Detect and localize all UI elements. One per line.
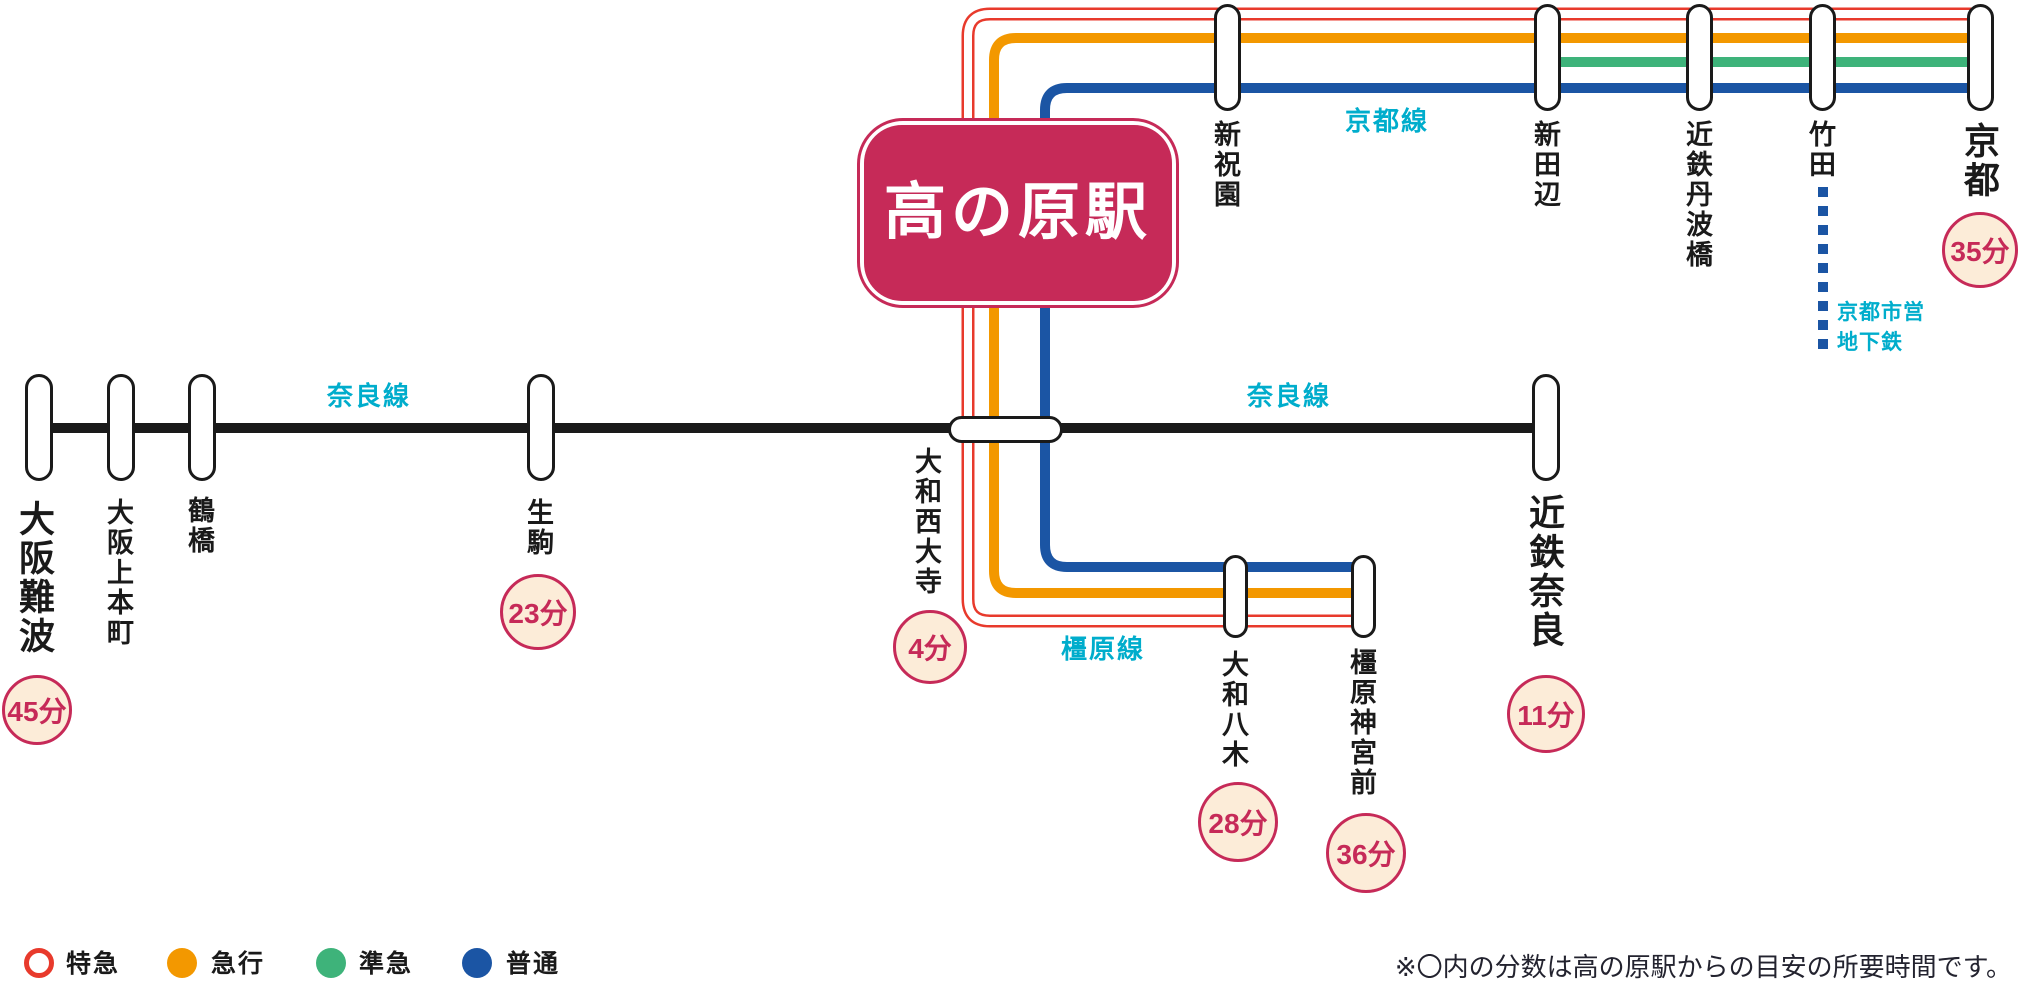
- line-label-nara-west: 奈良線: [327, 381, 412, 411]
- hub-station-name: 高の原駅: [883, 178, 1152, 247]
- station-oval-kashihara-jingumae: [1351, 555, 1376, 638]
- hub-station-box-fill: 高の原駅: [864, 125, 1172, 301]
- station-label-yamato-yagi: 大和八木: [1218, 650, 1248, 770]
- line-label-kyoto: 京都線: [1345, 106, 1430, 136]
- station-oval-shin-tanabe: [1534, 4, 1561, 111]
- line-label-subway: 京都市営 地下鉄: [1837, 298, 1925, 358]
- time-badge-yamato-saidaiji: 4分: [893, 610, 967, 684]
- station-label-kyoto: 京都: [1959, 122, 2000, 200]
- station-label-shin-tanabe: 新田辺: [1530, 120, 1560, 210]
- legend-express-label: 急行: [211, 950, 266, 978]
- time-badge-osaka-namba: 45分: [2, 675, 72, 745]
- station-label-kintetsu-tambabashi: 近鉄丹波橋: [1682, 120, 1712, 270]
- station-oval-kyoto: [1967, 4, 1994, 111]
- time-badge-yamato-yagi: 28分: [1198, 782, 1278, 862]
- station-label-shin-hosono: 新祝園: [1210, 120, 1240, 210]
- time-badge-ikoma: 23分: [500, 574, 576, 650]
- station-label-kashihara-jingumae: 橿原神宮前: [1346, 648, 1376, 798]
- station-label-ikoma: 生駒: [523, 498, 553, 558]
- station-oval-yamato-saidaiji: [948, 416, 1063, 443]
- station-oval-kintetsu-tambabashi: [1686, 4, 1713, 111]
- hub-station-box: 高の原駅: [857, 118, 1179, 308]
- time-badge-kashihara-jingumae: 36分: [1326, 813, 1406, 893]
- time-badge-kintetsu-nara: 11分: [1507, 675, 1585, 753]
- station-oval-tsuruhashi: [188, 374, 216, 481]
- local-line: [1040, 83, 1981, 572]
- station-oval-ikoma: [527, 374, 555, 481]
- line-label-nara-east: 奈良線: [1247, 381, 1332, 411]
- station-label-osaka-uehommachi: 大阪上本町: [103, 498, 133, 648]
- station-label-tsuruhashi: 鶴橋: [184, 496, 214, 556]
- station-label-takeda: 竹田: [1805, 120, 1835, 180]
- legend-express-icon: [167, 948, 197, 978]
- station-label-osaka-namba: 大阪難波: [14, 500, 55, 656]
- station-oval-osaka-namba: [25, 374, 53, 481]
- legend-limited-express-label: 特急: [66, 950, 121, 978]
- station-oval-osaka-uehommachi: [107, 374, 135, 481]
- legend-semi-express-label: 準急: [359, 950, 414, 978]
- station-oval-kintetsu-nara: [1532, 374, 1560, 481]
- station-label-yamato-saidaiji: 大和西大寺: [911, 447, 941, 597]
- legend-limited-express-icon: [24, 948, 54, 978]
- legend-semi-express-icon: [316, 948, 346, 978]
- station-oval-yamato-yagi: [1223, 555, 1248, 638]
- legend-local-label: 普通: [506, 950, 561, 978]
- subway-label-line2: 地下鉄: [1837, 331, 1903, 354]
- station-oval-takeda: [1809, 4, 1836, 111]
- footnote: ※〇内の分数は高の原駅からの目安の所要時間です。: [1394, 952, 2012, 982]
- subway-label-line1: 京都市営: [1837, 301, 1925, 324]
- legend-local-icon: [462, 948, 492, 978]
- limited-express-line-core: [964, 10, 1981, 625]
- station-oval-shin-hosono: [1214, 4, 1241, 111]
- station-label-kintetsu-nara: 近鉄奈良: [1524, 494, 1565, 650]
- time-badge-kyoto: 35分: [1942, 212, 2018, 288]
- express-rapid-line: [989, 33, 1981, 598]
- line-label-kashihara: 橿原線: [1061, 634, 1146, 664]
